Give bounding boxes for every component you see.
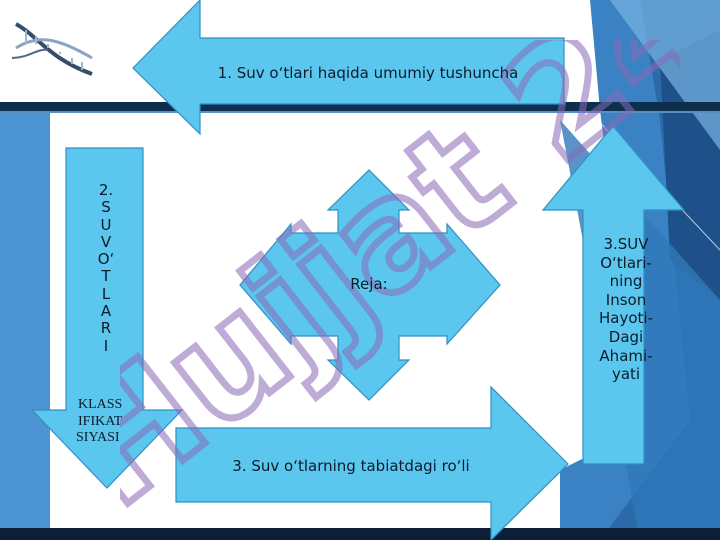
arrow-3-shape bbox=[175, 385, 569, 540]
arrow-4-line: ning bbox=[609, 272, 643, 291]
arrow-2-line: U bbox=[100, 215, 112, 234]
arrow-4-line: Dagi bbox=[608, 327, 644, 346]
arrow-1-label: 1. Suv o‘tlari haqida umumiy tushuncha bbox=[188, 64, 548, 82]
dna-helix-icon bbox=[11, 22, 93, 76]
arrow-1-text: 1. Suv o‘tlari haqida umumiy tushuncha bbox=[217, 64, 519, 82]
arrow-2-tail-line: IFIKAT bbox=[78, 413, 123, 429]
arrow-4-shape bbox=[541, 125, 686, 465]
arrow-4-line: Ahami- bbox=[599, 346, 653, 365]
arrow-2-line: R bbox=[100, 319, 112, 338]
arrow-2-line: L bbox=[101, 284, 111, 303]
arrow-2-line: I bbox=[103, 336, 109, 355]
arrow-3-text: 3. Suv o‘tlarning tabiatdagi ro‘li bbox=[232, 457, 470, 475]
watermark: Hujjat 24 bbox=[120, 40, 680, 510]
arrow-4-line: 3.SUV bbox=[603, 235, 649, 253]
arrow-4-line: Inson bbox=[605, 290, 647, 309]
arrow-2-line: T bbox=[101, 267, 111, 286]
arrow-3-label: 3. Suv o‘tlarning tabiatdagi ro‘li bbox=[196, 457, 506, 475]
arrow-4-line: O‘tlari- bbox=[600, 253, 652, 272]
arrow-2-shape bbox=[30, 147, 184, 489]
center-topic-text: Reja: bbox=[350, 275, 388, 293]
arrow-2-tail-line: KLASS bbox=[78, 397, 123, 412]
quad-arrow-shape bbox=[239, 169, 501, 401]
arrow-2-line: V bbox=[100, 232, 112, 251]
arrow-2-label: 2. S U V O‘ T L A R I bbox=[68, 181, 144, 355]
arrow-2-tail-line: SIYASI bbox=[76, 430, 120, 445]
arrow-4-label: 3.SUV O‘tlari- ning Inson Hayoti- Dagi A… bbox=[584, 235, 668, 384]
arrow-1-shape bbox=[132, 0, 565, 136]
arrow-4-line: yati bbox=[611, 365, 641, 384]
arrow-2-line: A bbox=[100, 302, 112, 321]
arrow-2-line: O‘ bbox=[97, 250, 115, 269]
arrow-2-line: S bbox=[101, 198, 111, 217]
arrow-4-line: Hayoti- bbox=[599, 309, 653, 328]
arrow-2-tail-label: KLASS IFIKAT SIYASI bbox=[72, 397, 148, 447]
arrow-2-line: 2. bbox=[98, 181, 114, 199]
center-topic: Reja: bbox=[329, 275, 409, 293]
